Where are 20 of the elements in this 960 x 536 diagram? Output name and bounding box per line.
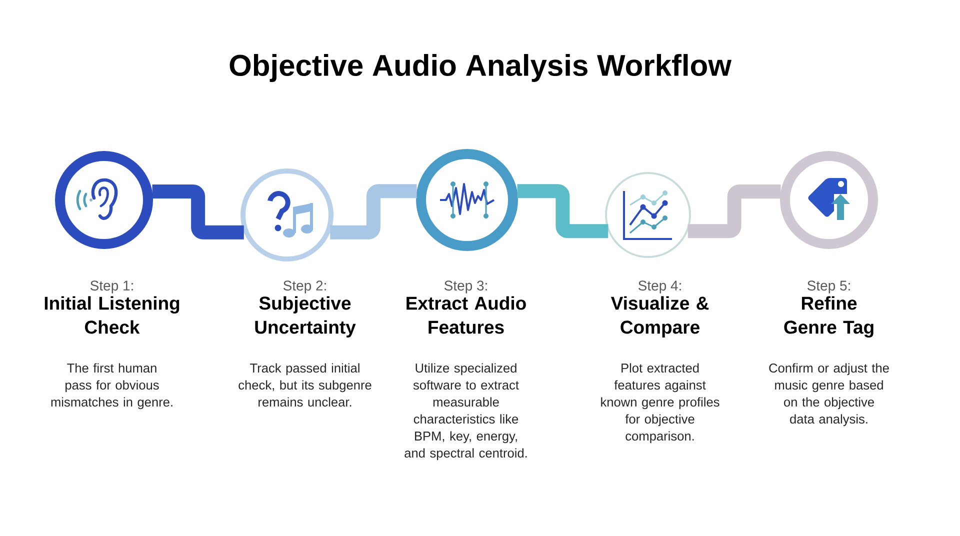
connector bbox=[517, 184, 608, 238]
connector bbox=[330, 184, 417, 240]
step-description: Confirm or adjust the music genre based on the objective data analysis. bbox=[769, 363, 889, 426]
step-title: Subjective Uncertainty bbox=[255, 296, 356, 338]
step-label: Step 4: bbox=[638, 280, 681, 294]
step-title: Initial Listening Check bbox=[44, 296, 180, 334]
step-label: Step 1: bbox=[90, 280, 133, 294]
title: Objective Audio Analysis Workflow bbox=[230, 54, 732, 82]
step-label: Step 2: bbox=[283, 280, 326, 294]
step-title: Visualize & Compare bbox=[610, 296, 709, 338]
step-label: Step 3: bbox=[444, 280, 487, 294]
step-description: Utilize specialized software to extract measurable characteristics like BPM, key, energy, and spectral centroid. bbox=[404, 363, 527, 460]
step-description: Track passed initial check, but its subgenre remains unclear. bbox=[238, 363, 372, 407]
step-description: Plot extracted features against known genre profiles for objective comparison. bbox=[601, 363, 720, 444]
connector bbox=[688, 184, 781, 238]
step-label: Step 5: bbox=[807, 280, 850, 294]
step-title: Refine Genre Tag bbox=[784, 296, 874, 338]
connector bbox=[152, 184, 244, 240]
step-description: The first human pass for obvious mismatches in genre. bbox=[51, 363, 172, 410]
step-title: Extract Audio Features bbox=[406, 296, 526, 334]
